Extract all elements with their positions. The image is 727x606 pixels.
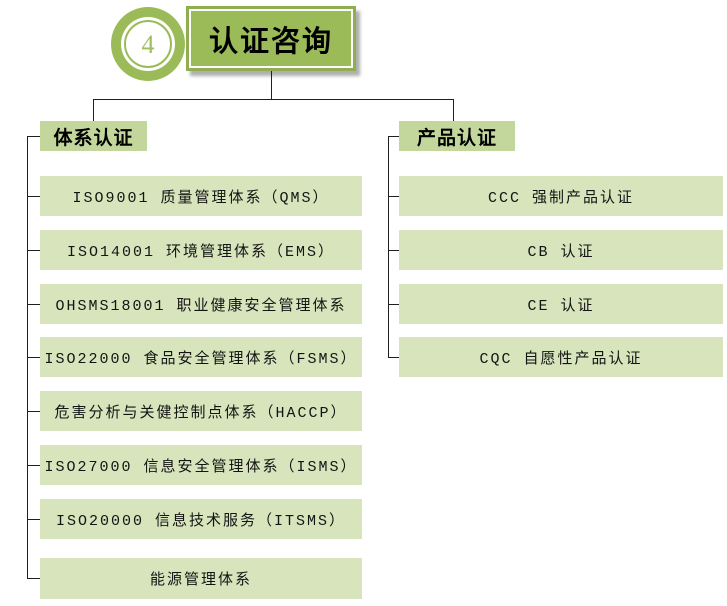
product-item: CCC 强制产品认证 <box>399 176 723 216</box>
connector-stub <box>388 357 399 358</box>
connector-stub <box>388 304 399 305</box>
connector-stub <box>388 250 399 251</box>
item-label: ISO22000 食品安全管理体系（FSMS） <box>44 350 358 368</box>
diagram-title: 认证咨询 <box>208 25 333 58</box>
product-item: CQC 自愿性产品认证 <box>399 337 723 377</box>
system-item: OHSMS18001 职业健康安全管理体系 <box>40 284 362 324</box>
step-badge-circle: 4 <box>124 20 172 68</box>
column-header-system-label: 体系认证 <box>53 127 134 149</box>
connector-stub <box>27 578 40 579</box>
product-item: CE 认证 <box>399 284 723 324</box>
item-label: OHSMS18001 职业健康安全管理体系 <box>55 297 347 315</box>
connector-branch-horizontal <box>93 99 454 100</box>
item-label: ISO27000 信息安全管理体系（ISMS） <box>44 458 358 476</box>
connector-stub <box>27 465 40 466</box>
system-item: ISO22000 食品安全管理体系（FSMS） <box>40 337 362 377</box>
system-item: ISO14001 环境管理体系（EMS） <box>40 230 362 270</box>
system-item: 能源管理体系 <box>40 558 362 599</box>
connector-title-stem <box>271 71 272 99</box>
product-item: CB 认证 <box>399 230 723 270</box>
connector-branch-left-drop <box>93 99 94 121</box>
connector-stub <box>388 136 399 137</box>
system-item: 危害分析与关健控制点体系（HACCP） <box>40 391 362 431</box>
connector-stub <box>27 519 40 520</box>
item-label: CE 认证 <box>527 297 595 315</box>
item-label: CQC 自愿性产品认证 <box>479 350 643 368</box>
connector-stub <box>27 357 40 358</box>
step-number: 4 <box>141 30 155 59</box>
connector-stub <box>27 304 40 305</box>
connector-stub <box>388 196 399 197</box>
column-header-product-label: 产品认证 <box>416 127 497 149</box>
connector-stub <box>27 411 40 412</box>
item-label: ISO20000 信息技术服务（ITSMS） <box>55 512 347 530</box>
item-label: 危害分析与关健控制点体系（HACCP） <box>54 404 348 422</box>
item-label: CCC 强制产品认证 <box>487 189 634 207</box>
column-header-system: 体系认证 <box>40 121 147 151</box>
item-label: ISO14001 环境管理体系（EMS） <box>66 243 336 261</box>
connector-branch-right-drop <box>453 99 454 121</box>
connector-right-rail <box>388 136 389 357</box>
connector-stub <box>27 196 40 197</box>
system-item: ISO27000 信息安全管理体系（ISMS） <box>40 445 362 485</box>
title-box: 认证咨询 <box>186 6 356 71</box>
column-header-product: 产品认证 <box>399 121 515 151</box>
connector-stub <box>27 136 40 137</box>
item-label: CB 认证 <box>527 243 595 261</box>
connector-stub <box>27 250 40 251</box>
item-label: 能源管理体系 <box>149 572 252 589</box>
system-item: ISO20000 信息技术服务（ITSMS） <box>40 499 362 539</box>
item-label: ISO9001 质量管理体系（QMS） <box>72 189 330 207</box>
system-item: ISO9001 质量管理体系（QMS） <box>40 176 362 216</box>
